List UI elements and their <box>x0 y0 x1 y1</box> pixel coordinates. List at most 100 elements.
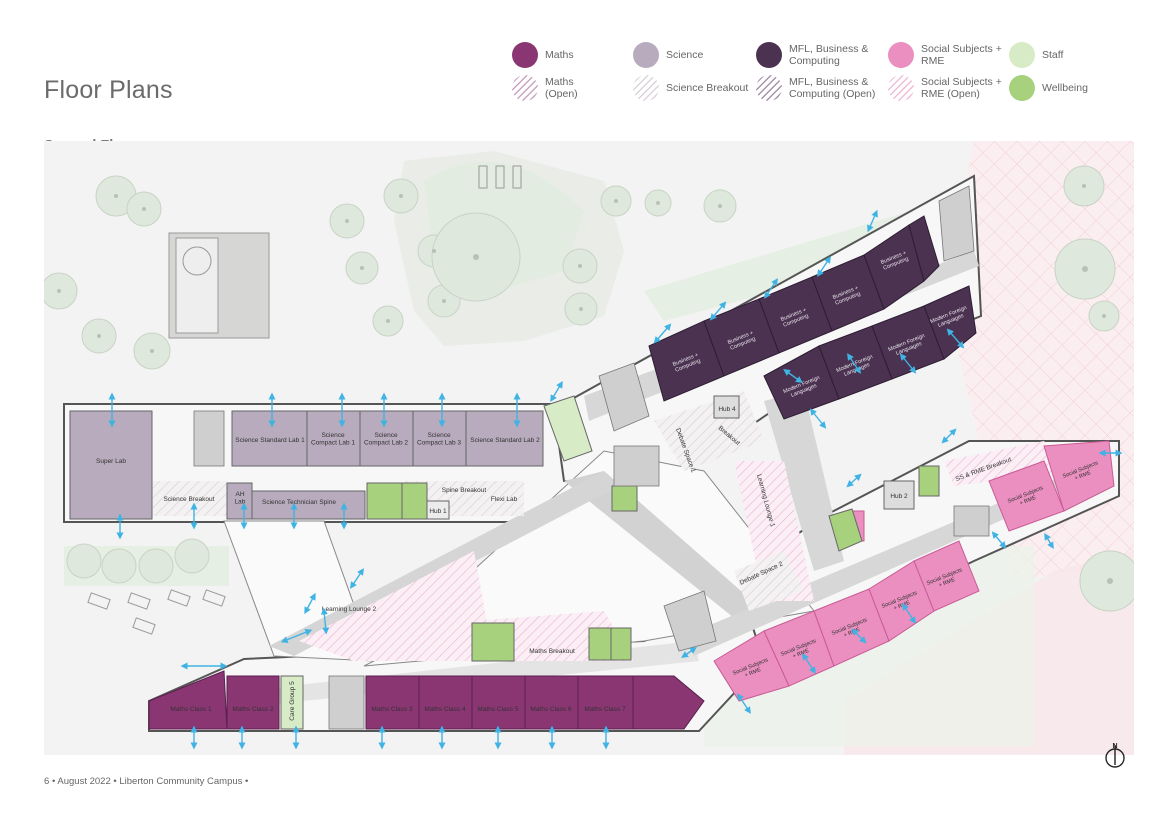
room-maths-class-3 <box>365 675 420 730</box>
legend-item-wellbeing: Wellbeing <box>1009 75 1088 101</box>
arrow <box>846 473 862 488</box>
label-maths-class-3: Maths Class 3 <box>371 706 413 713</box>
room-ah-lab <box>226 482 253 520</box>
legend-item-science-breakout: Science Breakout <box>633 75 748 101</box>
legend-swatch-mfl <box>756 42 782 68</box>
legend-item-maths-open: Maths (Open) <box>512 75 578 101</box>
maths-rooms <box>148 670 705 730</box>
label-science-technician-spine: Science Technician Spine <box>262 499 336 506</box>
arrow <box>764 278 778 299</box>
room-maths-class-4 <box>418 675 473 730</box>
legend-swatch-maths <box>512 42 538 68</box>
legend-label: Staff <box>1042 49 1064 61</box>
legend-swatch-science <box>633 42 659 68</box>
stair-core <box>193 410 225 467</box>
compass-label: N <box>1112 743 1117 750</box>
learning-lounge-1-area <box>734 461 814 601</box>
room-wellbeing-8 <box>610 627 632 661</box>
floor-plan-map: Super Lab Science Standard Lab 1 Science… <box>44 141 1134 755</box>
learning-lounge-2-area <box>299 551 494 661</box>
room-social-subjects-7 <box>1043 440 1115 512</box>
room-maths-class-2 <box>226 675 280 730</box>
legend-swatch-wellbeing <box>1009 75 1035 101</box>
legend-label: Wellbeing <box>1042 82 1088 94</box>
label-maths-class-5: Maths Class 5 <box>477 706 519 713</box>
legend-item-social-subjects-open: Social Subjects + RME (Open) <box>888 75 1002 101</box>
label-hub-4: Hub 4 <box>718 406 736 413</box>
arrow <box>653 323 672 344</box>
label-maths-class-1: Maths Class 1 <box>170 706 212 713</box>
arrow <box>550 380 563 403</box>
footer-separator: • <box>113 776 117 787</box>
room-maths-class-5 <box>471 675 526 730</box>
court-markings <box>175 237 219 334</box>
legend-item-mfl-open: MFL, Business & Computing (Open) <box>756 75 875 101</box>
room-wellbeing-4 <box>828 508 863 552</box>
south-support-rooms <box>280 622 632 730</box>
footer-publication: Liberton Community Campus <box>119 776 243 787</box>
legend-swatch-maths-open <box>512 75 538 101</box>
footer: 6 • August 2022 • Liberton Community Cam… <box>44 776 248 787</box>
footer-page-number: 6 <box>44 776 50 787</box>
label-learning-lounge-2: Learning Lounge 2 <box>322 606 377 613</box>
arrow <box>802 653 816 674</box>
legend-swatch-science-breakout <box>633 75 659 101</box>
legend-label: MFL, Business & Computing (Open) <box>789 76 876 100</box>
room-business-computing-6 <box>908 215 940 282</box>
debate-space-2-area <box>734 551 804 611</box>
corridor-west <box>269 471 619 656</box>
arrow <box>1044 532 1054 550</box>
legend-label: Science <box>666 49 704 61</box>
tree <box>138 548 174 584</box>
label-hub-1: Hub 1 <box>429 508 447 515</box>
arrow <box>320 607 330 635</box>
stair-core <box>938 185 975 262</box>
stair-cores <box>193 185 990 730</box>
arrow <box>280 629 313 643</box>
label-maths-class-7: Maths Class 7 <box>584 706 626 713</box>
page-title: Floor Plans <box>44 76 173 104</box>
legend-item-mfl: MFL, Business & Computing <box>756 42 868 68</box>
room-staff-1 <box>543 395 593 462</box>
tree-dots <box>57 184 1113 584</box>
label-science-breakout: Science Breakout <box>164 496 215 503</box>
arrow <box>783 368 803 384</box>
room-science-compact-lab-1 <box>306 410 361 467</box>
tree <box>66 543 102 579</box>
arrow <box>899 353 917 374</box>
court-circle <box>182 246 212 276</box>
stair-core <box>663 590 717 652</box>
arrow <box>851 628 867 644</box>
arrow <box>809 408 827 429</box>
legend-label: Social Subjects + RME (Open) <box>921 76 1002 100</box>
arrow <box>847 353 861 374</box>
room-maths-class-8 <box>632 675 705 730</box>
legend-item-staff: Staff <box>1009 42 1063 68</box>
room-science-standard-lab-2 <box>465 410 544 467</box>
room-social-subjects-5 <box>913 540 980 612</box>
arrow <box>304 592 316 615</box>
legend-label: Science Breakout <box>666 82 749 94</box>
label-maths-class-4: Maths Class 4 <box>424 706 466 713</box>
arrow <box>709 301 727 321</box>
legend-label: Maths <box>545 49 574 61</box>
legend-item-social-subjects: Social Subjects + RME <box>888 42 1002 68</box>
footer-separator: • <box>245 776 249 787</box>
room-hub-4 <box>713 395 740 419</box>
legend-label: Maths (Open) <box>545 76 578 100</box>
room-wellbeing-7 <box>588 627 612 661</box>
benches <box>87 165 522 635</box>
label-hub-2: Hub 2 <box>890 493 908 500</box>
footer-date: August 2022 <box>57 776 111 787</box>
arrow <box>350 568 364 589</box>
legend-swatch-social-subjects <box>888 42 914 68</box>
label-science-standard-lab-1: Science Standard Lab 1 <box>235 437 305 444</box>
room-wellbeing-1 <box>366 482 403 520</box>
arrow <box>867 209 878 233</box>
arrow <box>941 428 957 444</box>
label-maths-class-2: Maths Class 2 <box>232 706 274 713</box>
room-wellbeing-2 <box>401 482 428 520</box>
label-spine-breakout: Spine Breakout <box>442 487 487 494</box>
